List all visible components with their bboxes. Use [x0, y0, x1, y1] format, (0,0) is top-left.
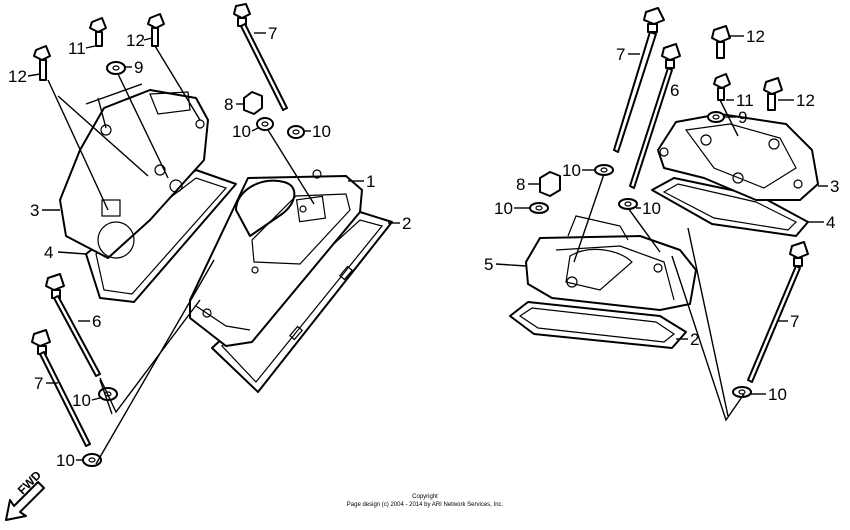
callout-9-right: 9	[738, 108, 747, 127]
cap-8-left	[243, 91, 263, 115]
washer-10-a-left	[256, 117, 274, 131]
callout-6-left: 6	[92, 312, 101, 331]
washer-10-c-right	[618, 198, 638, 210]
bolt-7-top-left	[233, 3, 288, 111]
callout-7-top-right: 7	[616, 45, 625, 64]
breather-cover-left	[59, 89, 209, 259]
callout-10-d-right: 10	[768, 385, 787, 404]
washer-10-b-left	[287, 125, 305, 139]
callouts-right: 7 12 6 11 12 9 10 8 10 10 3 4 5 2 7 10	[484, 27, 839, 404]
washer-10-b-right	[529, 202, 549, 214]
cap-8-right	[539, 171, 561, 197]
callout-5-right: 5	[484, 255, 493, 274]
washer-10-a-right	[594, 164, 614, 176]
head-cover-right	[525, 215, 697, 311]
callout-10-b-right: 10	[494, 199, 513, 218]
callout-10-a-right: 10	[562, 161, 581, 180]
callouts-left: 11 12 12 9 7 8 10 10 1 2 3 4 6 7 10 10	[8, 24, 411, 470]
callout-4-right: 4	[826, 213, 835, 232]
callout-2-left: 2	[402, 214, 411, 233]
callout-7-top-left: 7	[268, 24, 277, 43]
bolt-11-right	[713, 73, 731, 101]
callout-3-right: 3	[830, 177, 839, 196]
callout-7-low-left: 7	[34, 374, 43, 393]
callout-12-left: 12	[8, 67, 27, 86]
callout-10-c-right: 10	[642, 199, 661, 218]
callout-4-left: 4	[44, 243, 53, 262]
callout-12-mid-left: 12	[126, 31, 145, 50]
callout-12-mid-right: 12	[796, 91, 815, 110]
washer-9-left	[106, 61, 126, 75]
callout-8-right: 8	[516, 175, 525, 194]
callout-3-left: 3	[30, 201, 39, 220]
callout-10-d-left: 10	[56, 451, 75, 470]
bolt-12-top-right	[711, 25, 731, 59]
copyright-line-2: Page design (c) 2004 - 2014 by ARI Netwo…	[346, 502, 504, 508]
bolt-6-right	[629, 43, 681, 189]
bolt-12-left	[33, 45, 51, 81]
bolt-7-top-right	[613, 7, 665, 153]
fwd-direction-arrow: FWD	[5, 468, 45, 521]
callout-6-right: 6	[670, 81, 679, 100]
callout-9-left: 9	[134, 58, 143, 77]
callout-10-b-left: 10	[312, 122, 331, 141]
callout-1-left: 1	[366, 172, 375, 191]
leader-lines-left	[47, 45, 315, 465]
callout-11-left: 11	[68, 39, 86, 58]
head-cover-left	[189, 169, 363, 347]
head-cover-gasket-right	[509, 301, 687, 349]
bolt-7-low-left	[31, 329, 91, 447]
copyright-line-1: Copyright	[412, 494, 438, 500]
callout-7-low-right: 7	[790, 312, 799, 331]
washer-10-d-right	[732, 386, 752, 398]
bolt-6-left	[45, 273, 101, 377]
callout-10-a-left: 10	[232, 122, 251, 141]
bolt-12-mid-left	[147, 13, 165, 47]
callout-10-c-left: 10	[72, 391, 91, 410]
callout-8-left: 8	[224, 95, 233, 114]
breather-cover-right	[657, 113, 819, 201]
leader-lines-right	[573, 99, 745, 422]
bolt-11-left	[89, 17, 107, 47]
bolt-12-mid-right	[763, 77, 783, 111]
callout-11-right: 11	[736, 91, 754, 110]
bolt-7-low-right	[747, 241, 809, 383]
washer-9-right	[707, 111, 725, 123]
callout-2-right: 2	[690, 330, 699, 349]
callout-12-top-right: 12	[746, 27, 765, 46]
